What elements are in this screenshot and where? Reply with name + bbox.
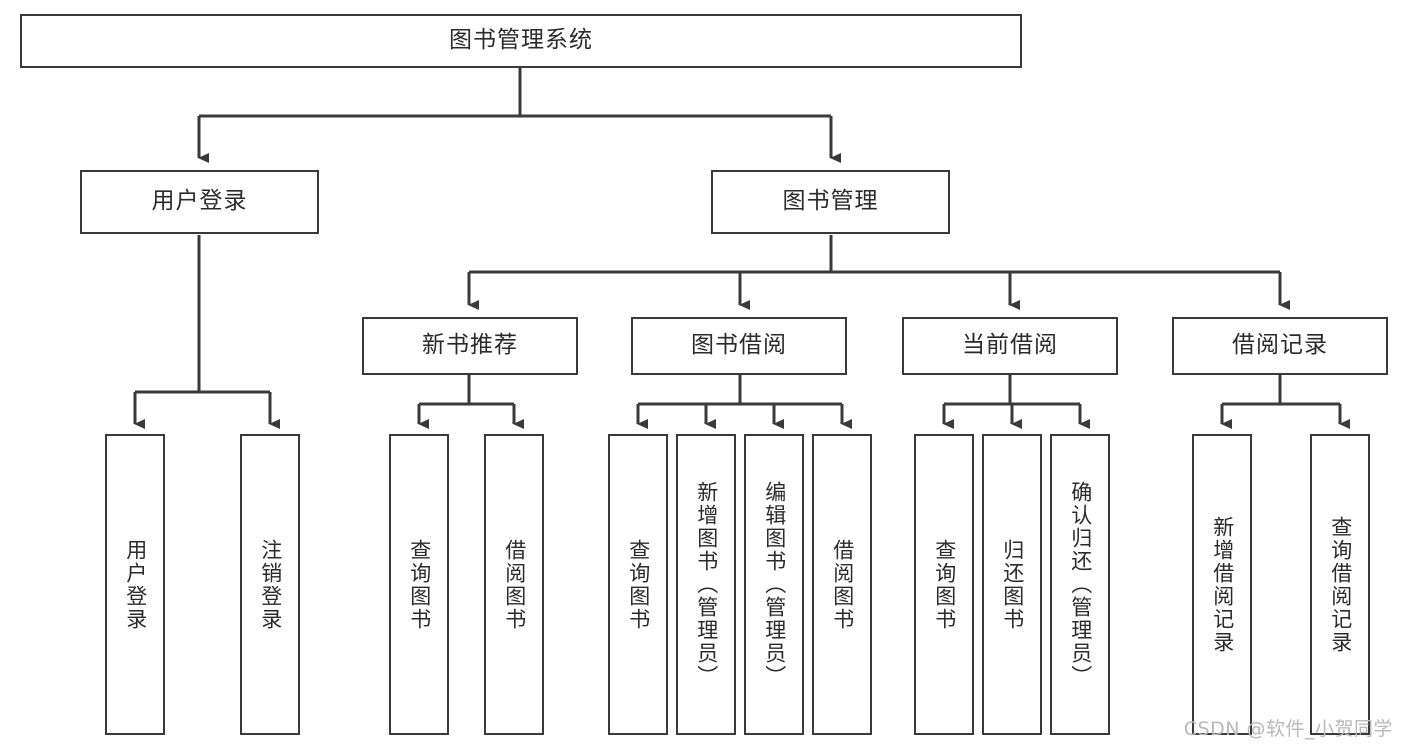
leaf-borrow-borrow-book[interactable]: 借阅图书: [812, 434, 872, 735]
node-label: 查询图书: [932, 538, 957, 631]
node-label: 借阅记录: [1232, 332, 1328, 359]
node-label: 借阅图书: [830, 538, 855, 631]
leaf-current-query-book[interactable]: 查询图书: [914, 434, 974, 735]
node-label: 确认归还（管理员）: [1068, 481, 1093, 688]
node-new-book-recommend[interactable]: 新书推荐: [362, 317, 578, 375]
node-label: 编辑图书（管理员）: [762, 481, 787, 688]
node-label: 用户登录: [151, 188, 248, 215]
node-book-borrow[interactable]: 图书借阅: [631, 317, 847, 375]
node-label: 用户登录: [123, 538, 148, 631]
leaf-recommend-query-book[interactable]: 查询图书: [389, 434, 449, 735]
leaf-recommend-borrow-book[interactable]: 借阅图书: [484, 434, 544, 735]
leaf-user-login[interactable]: 用户登录: [105, 434, 165, 735]
node-book-management[interactable]: 图书管理: [711, 170, 950, 234]
leaf-borrow-edit-book-admin[interactable]: 编辑图书（管理员）: [744, 434, 804, 735]
leaf-borrow-query-book[interactable]: 查询图书: [608, 434, 668, 735]
leaf-logout-login[interactable]: 注销登录: [240, 434, 300, 735]
node-label: 图书管理: [782, 188, 879, 215]
node-label: 新书推荐: [422, 332, 518, 359]
node-label: 图书管理系统: [449, 27, 593, 54]
leaf-borrow-add-book-admin[interactable]: 新增图书（管理员）: [676, 434, 736, 735]
leaf-current-confirm-return-admin[interactable]: 确认归还（管理员）: [1050, 434, 1110, 735]
node-user-login[interactable]: 用户登录: [80, 170, 319, 234]
node-label: 图书借阅: [691, 332, 787, 359]
node-label: 注销登录: [258, 538, 283, 631]
leaf-records-query-record[interactable]: 查询借阅记录: [1310, 434, 1370, 735]
node-label: 借阅图书: [502, 538, 527, 631]
node-label: 归还图书: [1000, 538, 1025, 631]
csdn-watermark: CSDN @软件_小贺同学: [1183, 718, 1393, 740]
node-label: 查询图书: [407, 538, 432, 631]
node-borrow-records[interactable]: 借阅记录: [1172, 317, 1388, 375]
node-label: 当前借阅: [962, 332, 1058, 359]
node-label: 查询图书: [626, 538, 651, 631]
leaf-current-return-book[interactable]: 归还图书: [982, 434, 1042, 735]
node-label: 查询借阅记录: [1328, 515, 1353, 654]
node-label: 新增图书（管理员）: [694, 481, 719, 688]
node-label: 新增借阅记录: [1210, 515, 1235, 654]
node-root-system[interactable]: 图书管理系统: [20, 14, 1022, 68]
node-current-borrow[interactable]: 当前借阅: [902, 317, 1118, 375]
leaf-records-add-record[interactable]: 新增借阅记录: [1192, 434, 1252, 735]
